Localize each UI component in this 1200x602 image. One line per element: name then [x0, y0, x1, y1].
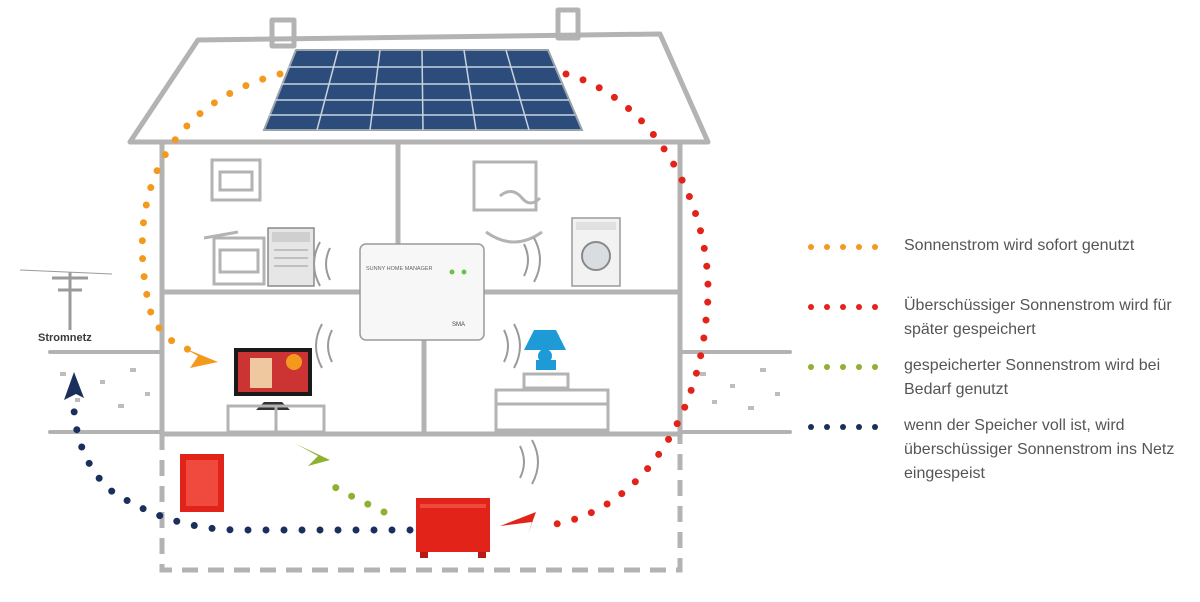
sunny-home-manager: SUNNY HOME MANAGER SMA: [359, 243, 485, 341]
arrow-to-tv-icon: [184, 348, 218, 368]
legend-label: Überschüssiger Sonnenstrom wird für spät…: [904, 297, 1172, 338]
tv: [234, 348, 312, 410]
legend-label: gespeicherter Sonnenstrom wird bei Bedar…: [904, 357, 1161, 398]
grid-label: Stromnetz: [38, 332, 92, 344]
legend-dots: [808, 304, 888, 312]
flow-green: [318, 474, 388, 516]
radio-waves: [313, 237, 541, 485]
legend-item: wenn der Speicher voll ist, wird übersch…: [808, 414, 1188, 486]
power-pole: [19, 269, 113, 330]
legend-item: gespeicherter Sonnenstrom wird bei Bedar…: [808, 354, 1188, 412]
legend-dots: [808, 364, 888, 372]
flow-red: [536, 70, 712, 530]
solar-panel: [262, 49, 584, 131]
manager-brand: SMA: [452, 322, 465, 328]
legend-label: wenn der Speicher voll ist, wird übersch…: [904, 417, 1175, 482]
kitchen-sketch: [203, 158, 266, 286]
bathroom-sketch: [472, 160, 543, 244]
arrow-to-living-room-icon: [296, 444, 330, 466]
battery-storage: [416, 498, 490, 558]
manager-label: SUNNY HOME MANAGER: [366, 266, 433, 272]
basement-outline: [159, 434, 683, 573]
dishwasher: [267, 227, 315, 287]
tv-stand: [226, 404, 326, 434]
flow-navy: [70, 406, 414, 534]
legend-item: Überschüssiger Sonnenstrom wird für spät…: [808, 294, 1188, 352]
legend-dots: [808, 244, 888, 252]
washing-machine: [571, 217, 621, 287]
bedroom: [494, 330, 610, 432]
soil-texture: [60, 368, 780, 410]
legend-item: Sonnenstrom wird sofort genutzt: [808, 234, 1188, 292]
legend-label: Sonnenstrom wird sofort genutzt: [904, 237, 1135, 254]
legend-dots: [808, 424, 888, 432]
inverter: [180, 454, 224, 512]
flow-orange: [138, 70, 284, 354]
arrow-to-battery-icon: [500, 512, 536, 534]
legend: Sonnenstrom wird sofort genutzt Überschü…: [808, 234, 1188, 488]
arrow-to-grid-icon: [64, 372, 84, 400]
ground: [48, 350, 792, 434]
